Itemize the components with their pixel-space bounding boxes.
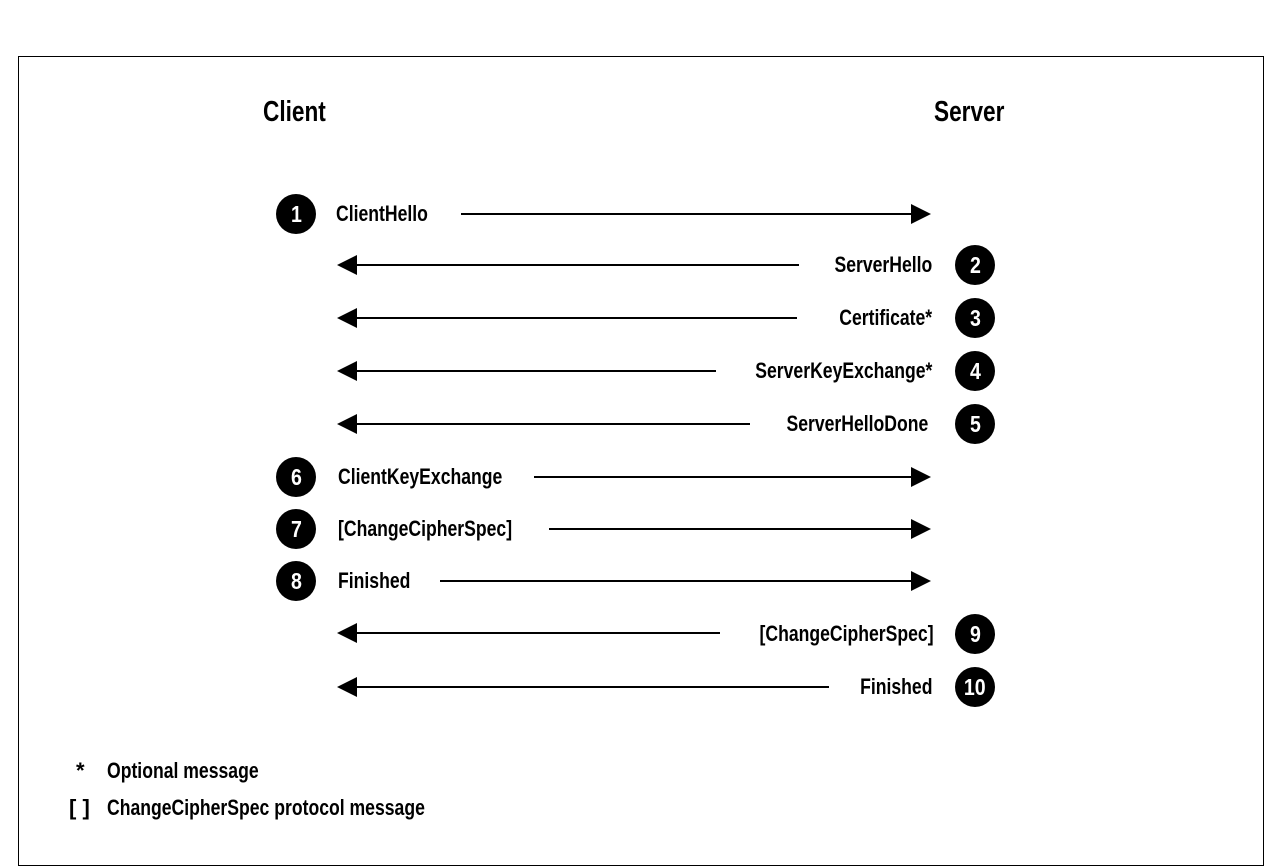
step-2-label: ServerHello [834, 252, 932, 277]
step-3-label: Certificate* [839, 305, 932, 330]
step-3-badge: 3 [955, 298, 995, 338]
legend-optional-symbol: * [76, 758, 85, 783]
step-6-label: ClientKeyExchange [338, 464, 503, 489]
step-8-arrow [440, 571, 931, 591]
step-8-label: Finished [338, 568, 411, 593]
step-3-arrow [337, 308, 797, 328]
step-4-badge: 4 [955, 351, 995, 391]
step-7-arrow [549, 519, 931, 539]
legend-optional-text: Optional message [107, 758, 259, 783]
step-5-label: ServerHelloDone [786, 411, 928, 436]
legend-ccs-symbol: [ ] [69, 795, 90, 820]
client-header: Client [263, 96, 326, 128]
server-header: Server [934, 96, 1005, 128]
step-1-badge: 1 [276, 194, 316, 234]
step-8-badge: 8 [276, 561, 316, 601]
step-2-arrow [337, 255, 799, 275]
step-9-arrow [337, 623, 720, 643]
diagram-frame [18, 56, 1264, 866]
step-4-label: ServerKeyExchange* [754, 358, 932, 383]
step-5-arrow [337, 414, 750, 434]
step-7-badge: 7 [276, 509, 316, 549]
step-9-badge: 9 [955, 614, 995, 654]
step-10-arrow [337, 677, 829, 697]
step-9-label: [ChangeCipherSpec] [759, 621, 934, 646]
step-6-badge: 6 [276, 457, 316, 497]
step-6-arrow [534, 467, 931, 487]
legend-ccs-text: ChangeCipherSpec protocol message [107, 795, 425, 820]
step-4-arrow [337, 361, 716, 381]
step-2-badge: 2 [955, 245, 995, 285]
step-10-label: Finished [859, 674, 932, 699]
step-7-label: [ChangeCipherSpec] [338, 516, 513, 541]
step-10-badge: 10 [955, 667, 995, 707]
step-1-label: ClientHello [336, 201, 428, 226]
step-5-badge: 5 [955, 404, 995, 444]
step-1-arrow [461, 204, 931, 224]
